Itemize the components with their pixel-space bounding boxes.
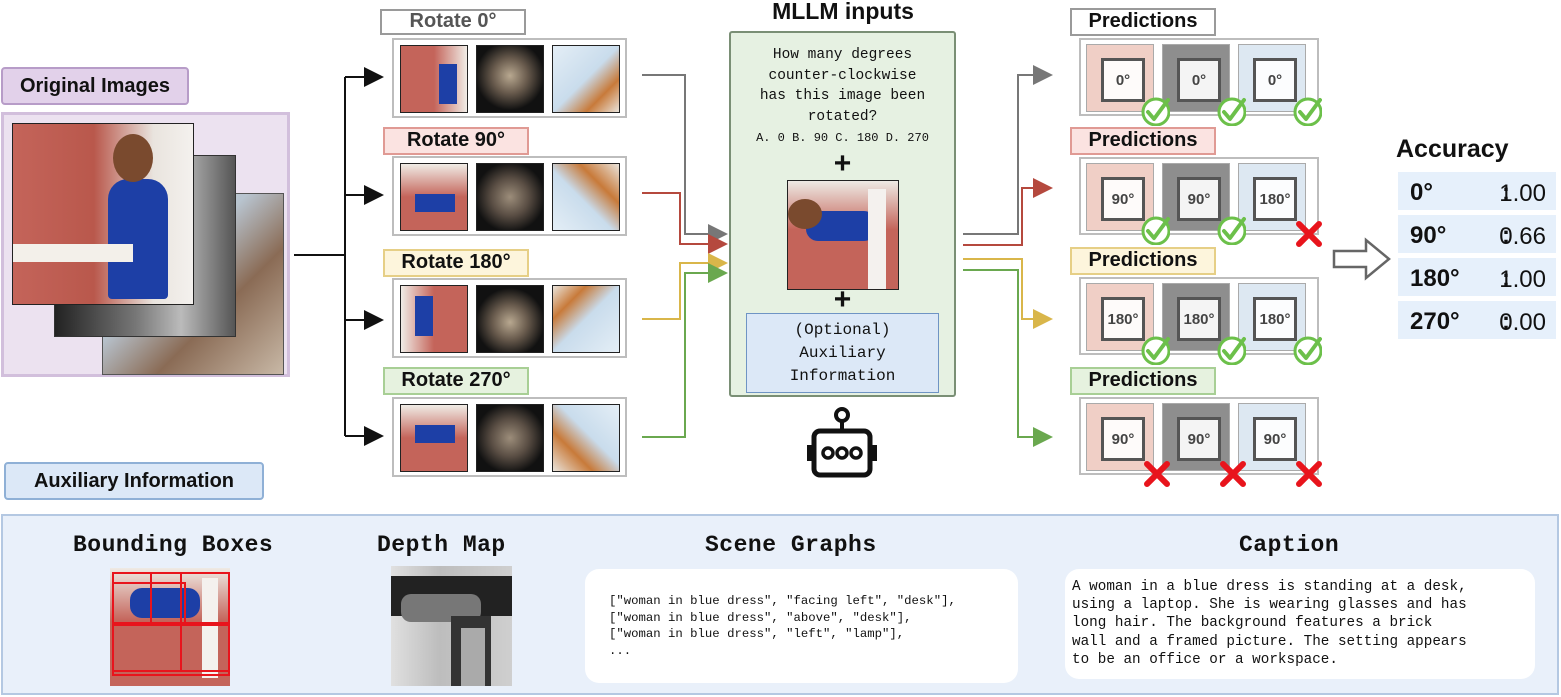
prediction-cell: 90° [1162,163,1230,231]
thumb-dog-180 [476,285,544,353]
cross-icon [1144,461,1170,487]
mllm-title: MLLM inputs [772,0,914,24]
thumb-dog-0 [476,45,544,113]
prediction-cell: 90° [1162,403,1230,471]
bounding-boxes-image [110,568,230,686]
check-icon [1217,216,1246,245]
rotate-90-strip [392,156,627,236]
rotate-0-label: Rotate 0° [380,9,526,35]
thumb-man-0 [552,45,620,113]
prediction-cell: 90° [1086,403,1154,471]
accuracy-title: Accuracy [1396,135,1509,163]
prediction-value: 90° [1101,177,1145,221]
mllm-inputs-panel: How many degrees counter-clockwise has t… [729,31,956,397]
predictions-label-0: Predictions [1070,8,1216,36]
cross-icon [1220,461,1246,487]
depth-map-title: Depth Map [377,532,506,558]
prediction-value: 90° [1101,417,1145,461]
mllm-options: A. 0 B. 90 C. 180 D. 270 [756,131,929,145]
robot-icon [807,407,877,478]
predictions-label-3: Predictions [1070,367,1216,395]
accuracy-row-0: 0°:1.00 [1398,172,1556,212]
rotated-input-image [787,180,899,290]
check-icon [1293,97,1322,126]
prediction-cell: 0° [1238,44,1306,112]
prediction-value: 180° [1253,297,1297,341]
check-icon [1217,336,1246,365]
auxiliary-panel: Bounding Boxes Depth Map Scene Graphs ["… [1,514,1559,695]
original-images-label: Original Images [1,67,189,105]
thumb-woman-180 [400,285,468,353]
thumb-dog-90 [476,163,544,231]
check-icon [1141,216,1170,245]
scene-graphs-box: ["woman in blue dress", "facing left", "… [585,569,1018,683]
prediction-value: 0° [1101,58,1145,102]
rotate-0-strip [392,38,627,118]
check-icon [1141,336,1170,365]
prediction-value: 180° [1177,297,1221,341]
prediction-value: 90° [1253,417,1297,461]
original-images-panel [1,112,290,377]
prediction-cell: 0° [1086,44,1154,112]
mllm-question: How many degrees counter-clockwise has t… [759,47,926,125]
predictions-strip-1: 90° 90° 180° [1079,157,1319,235]
plus-icon-2: + [833,283,852,316]
check-icon [1217,97,1246,126]
predictions-strip-0: 0° 0° 0° [1079,38,1319,116]
thumb-man-180 [552,285,620,353]
caption-box: A woman in a blue dress is standing at a… [1065,569,1535,679]
thumb-woman-270 [400,404,468,472]
cross-icon [1296,461,1322,487]
thumb-dog-270 [476,404,544,472]
prediction-cell: 180° [1162,283,1230,351]
prediction-cell: 180° [1238,163,1306,231]
rotate-180-strip [392,278,627,358]
rotate-90-label: Rotate 90° [383,127,529,155]
caption-title: Caption [1239,532,1340,558]
prediction-value: 180° [1253,177,1297,221]
cross-icon [1296,221,1322,247]
prediction-cell: 180° [1238,283,1306,351]
thumb-woman-90 [400,163,468,231]
check-icon [1141,97,1170,126]
prediction-cell: 180° [1086,283,1154,351]
rotate-270-strip [392,397,627,477]
bounding-boxes-title: Bounding Boxes [73,532,274,558]
prediction-value: 0° [1253,58,1297,102]
rotate-180-label: Rotate 180° [383,249,529,277]
prediction-value: 90° [1177,417,1221,461]
predictions-label-2: Predictions [1070,247,1216,275]
prediction-cell: 0° [1162,44,1230,112]
thumb-man-90 [552,163,620,231]
prediction-value: 90° [1177,177,1221,221]
prediction-value: 0° [1177,58,1221,102]
accuracy-row-270: 270°:0.00 [1398,301,1556,341]
rotate-270-label: Rotate 270° [383,367,529,395]
depth-map-image [391,566,512,686]
prediction-cell: 90° [1086,163,1154,231]
accuracy-row-90: 90°:0.66 [1398,215,1556,255]
accuracy-row-180: 180°:1.00 [1398,258,1556,298]
hollow-right-arrow-icon [1332,237,1391,281]
auxiliary-information-label: Auxiliary Information [4,462,264,500]
predictions-strip-2: 180° 180° 180° [1079,277,1319,355]
predictions-strip-3: 90° 90° 90° [1079,397,1319,475]
scene-graphs-title: Scene Graphs [705,532,877,558]
check-icon [1293,336,1322,365]
optional-aux-info-box: (Optional) Auxiliary Information [746,313,939,393]
thumb-woman-0 [400,45,468,113]
predictions-label-1: Predictions [1070,127,1216,155]
prediction-cell: 90° [1238,403,1306,471]
prediction-value: 180° [1101,297,1145,341]
plus-icon: + [833,147,852,180]
photo-woman [12,123,194,305]
thumb-man-270 [552,404,620,472]
